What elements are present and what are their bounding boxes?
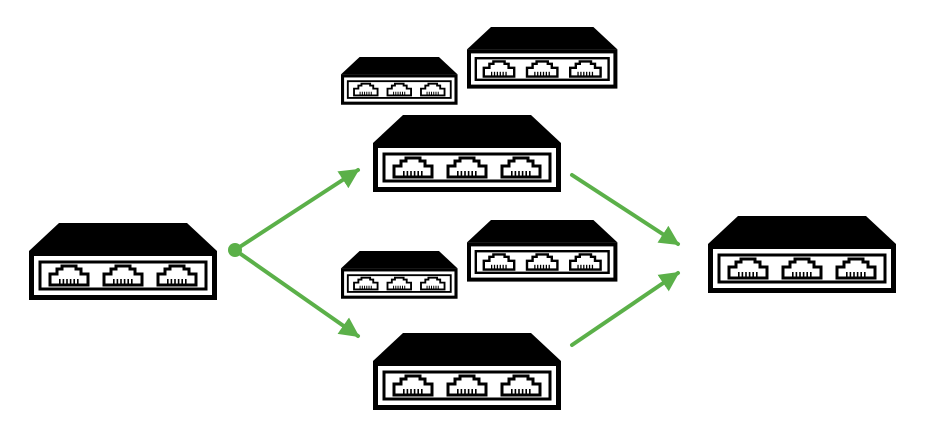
switch-top-shape [467, 220, 618, 243]
devices-layer [29, 27, 896, 410]
switch-top-shape [29, 223, 217, 251]
network-switch-icon [373, 333, 561, 410]
port-panel [346, 80, 452, 99]
destination-switch [708, 216, 896, 293]
switch-top-shape [467, 27, 618, 50]
rj45-port-icon [482, 60, 516, 78]
port-panel [346, 274, 452, 293]
network-switch-icon [467, 220, 618, 282]
switch-top-shape [373, 115, 561, 143]
network-switch-icon [29, 223, 217, 300]
port-panel [382, 152, 552, 183]
port-panel [717, 253, 887, 284]
port-panel [474, 57, 610, 82]
middle-medium-switch [467, 220, 618, 282]
path-arrow-upper-path-switch-to-destination-switch [570, 173, 680, 246]
network-switch-icon [467, 27, 618, 89]
path-arrow-source-switch-to-lower-path-switch [233, 248, 360, 338]
rj45-port-icon [353, 276, 379, 291]
rj45-port-icon [482, 253, 516, 271]
rj45-port-icon [500, 156, 542, 179]
rj45-port-icon [727, 257, 769, 280]
paths-layer [228, 168, 680, 347]
middle-small-switch [341, 251, 458, 299]
rj45-port-icon [446, 374, 488, 397]
rj45-port-icon [420, 82, 446, 97]
upper-path-switch [373, 115, 561, 192]
path-arrow-lower-path-switch-to-destination-switch [570, 271, 680, 347]
rj45-port-icon [353, 82, 379, 97]
rj45-port-icon [569, 60, 602, 78]
port-panel [38, 260, 208, 291]
rj45-port-icon [386, 82, 412, 97]
top-small-switch [341, 57, 458, 105]
switch-top-shape [373, 333, 561, 361]
rj45-port-icon [446, 156, 488, 179]
rj45-port-icon [781, 257, 823, 280]
rj45-port-icon [420, 276, 446, 291]
switch-top-shape [708, 216, 896, 244]
rj45-port-icon [525, 253, 559, 271]
rj45-port-icon [525, 60, 559, 78]
rj45-port-icon [569, 253, 602, 271]
rj45-port-icon [835, 257, 877, 280]
rj45-port-icon [500, 374, 542, 397]
switch-top-shape [341, 251, 458, 269]
rj45-port-icon [392, 156, 434, 179]
port-panel [382, 370, 552, 401]
rj45-port-icon [48, 264, 90, 287]
network-switch-icon [341, 251, 458, 299]
top-medium-switch [467, 27, 618, 89]
rj45-port-icon [392, 374, 434, 397]
source-switch [29, 223, 217, 300]
network-switch-icon [708, 216, 896, 293]
network-switch-icon [341, 57, 458, 105]
rj45-port-icon [156, 264, 198, 287]
network-switch-icon [373, 115, 561, 192]
path-origin-dot [228, 243, 242, 257]
rj45-port-icon [386, 276, 412, 291]
lower-path-switch [373, 333, 561, 410]
port-panel [474, 250, 610, 275]
path-arrow-source-switch-to-upper-path-switch [233, 168, 360, 252]
rj45-port-icon [102, 264, 144, 287]
switch-top-shape [341, 57, 458, 75]
